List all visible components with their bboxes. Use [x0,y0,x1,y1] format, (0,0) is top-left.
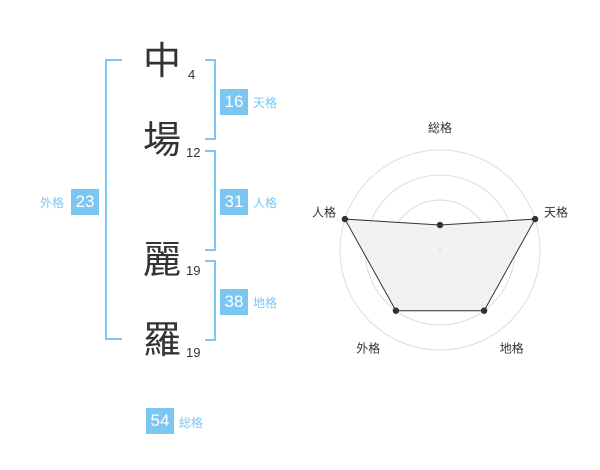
radar-axis-label-3: 地格 [500,341,524,356]
gaikaku-label: 外格 [40,196,65,210]
radar-axis-label-5: 人格 [312,204,336,219]
stroke-count-1: 4 [188,67,196,82]
radar-axis-label-1: 総格 [428,120,452,135]
stroke-count-2: 12 [186,145,201,160]
name-char-2: 場 [143,118,182,162]
stroke-count-4: 19 [186,345,201,360]
chikaku-value-badge: 38 [220,289,248,315]
radar-point-3 [480,307,488,314]
gaikaku-value-badge: 23 [71,189,99,215]
radar-point-1 [436,221,444,229]
chikaku-bracket [205,260,216,341]
tenkaku-label: 天格 [253,96,278,110]
jinkaku-label: 人格 [253,196,278,210]
name-char-4: 羅 [143,318,182,362]
radar-axis-label-4: 外格 [356,341,380,356]
radar-point-5 [341,215,349,223]
radar-data-polygon [344,218,536,312]
stroke-count-3: 19 [186,263,201,278]
jinkaku-bracket [205,150,216,251]
radar-point-4 [392,307,400,314]
name-char-3: 麗 [143,238,182,282]
radar-axis-label-2: 天格 [544,204,568,219]
soukaku-label: 総格 [179,416,204,430]
gaikaku-bracket [105,59,122,340]
chikaku-label: 地格 [253,296,278,310]
tenkaku-bracket [205,59,216,140]
soukaku-value-badge: 54 [146,408,174,434]
name-char-1: 中 [143,39,182,83]
radar-point-2 [531,215,539,223]
tenkaku-value-badge: 16 [220,89,248,115]
radar-grid-ring [339,149,541,351]
jinkaku-value-badge: 31 [220,189,248,215]
